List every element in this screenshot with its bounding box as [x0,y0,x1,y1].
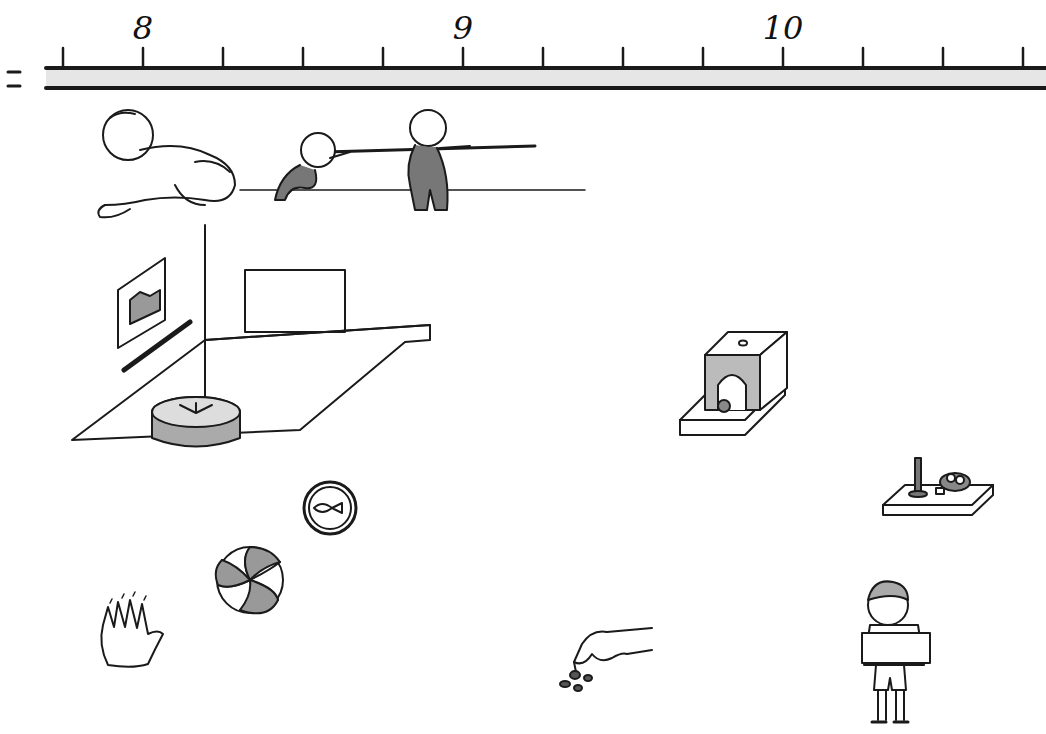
pinching-hand [560,628,652,691]
axis-number: 9 [453,12,473,44]
axis-number: 8 [133,12,153,44]
fish-disk [304,482,356,534]
peg-tray [883,458,993,515]
ball [216,547,283,613]
timeline-ruler [8,48,1046,88]
children-with-pole [240,110,585,210]
standing-child [862,581,930,722]
axis-number: 10 [763,12,804,44]
room-corner [72,225,430,447]
mirror [245,270,345,332]
ruler-edge [46,66,1046,70]
edge-mark [8,71,20,74]
crawling-baby [98,110,235,217]
edge-mark [8,85,20,88]
ruler-band [46,68,1046,88]
picture [118,258,165,348]
hand-fingers [101,592,163,667]
object-permanence-box [680,332,787,435]
ruler-ticks [63,48,1023,68]
ruler-edge [46,86,1046,90]
